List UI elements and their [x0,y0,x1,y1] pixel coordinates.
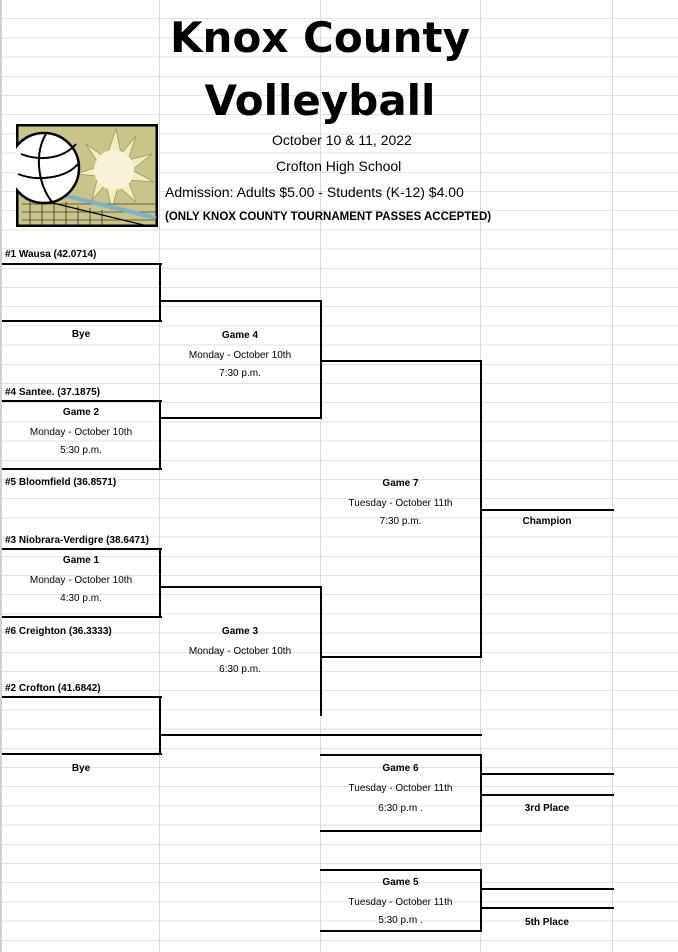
bracket-line [2,400,162,402]
bracket-line [320,830,482,832]
game-4-label: Game 4 [221,330,259,341]
bracket-line [480,888,614,890]
bye-bottom: Bye [71,763,91,774]
bracket-line [160,417,322,419]
bracket-line [480,907,614,909]
bracket-line [2,320,162,322]
game-6-label: Game 6 [382,763,419,774]
game-2-label: Game 2 [62,407,100,418]
team-bloomfield: #5 Bloomfield (36.8571) [5,477,117,488]
bracket-line [159,263,161,322]
game-5-time: 5:30 p.m . [378,915,423,926]
game-3-day: Monday - October 10th [188,646,292,657]
game-7-time: 7:30 p.m. [379,516,422,527]
bracket-line [160,586,322,588]
bracket-line [2,548,162,550]
third-place-label: 3rd Place [524,803,570,814]
champion-label: Champion [522,516,572,527]
volleyball-net-icon [16,124,158,227]
fifth-place-label: 5th Place [525,917,569,928]
bracket-line [320,586,322,716]
bracket-line [320,930,482,932]
bracket-line [320,360,482,362]
bracket-line [2,696,162,698]
game-6-time: 6:30 p.m . [378,803,423,814]
bracket-line [160,734,482,736]
game-1-label: Game 1 [62,555,100,566]
bracket-line [480,773,614,775]
team-wausa: #1 Wausa (42.0714) [5,249,97,260]
bracket-line [480,509,614,511]
bracket-line [159,400,161,470]
bracket-line [159,696,161,755]
bye-top: Bye [71,329,91,340]
title-line-2: Volleyball [204,76,436,125]
bracket-line [320,869,482,871]
bracket-line [2,468,162,470]
event-venue: Crofton High School [276,158,402,174]
bracket-line [480,754,482,832]
game-2-day: Monday - October 10th [29,427,133,438]
team-santee: #4 Santee. (37.1875) [5,387,101,398]
bracket-line [2,616,162,618]
title-line-1: Knox County [170,13,470,62]
event-dates: October 10 & 11, 2022 [272,132,412,148]
bracket-line [320,300,322,419]
passes-note: (ONLY KNOX COUNTY TOURNAMENT PASSES ACCE… [165,211,492,223]
bracket-line [160,300,322,302]
bracket-line [320,754,482,756]
bracket-line [159,548,161,618]
team-niobrara-verdigre: #3 Niobrara-Verdigre (38.6471) [5,535,149,546]
admission-info: Admission: Adults $5.00 - Students (K-12… [165,184,464,200]
game-6-day: Tuesday - October 11th [348,783,453,794]
game-7-label: Game 7 [382,478,419,489]
game-4-day: Monday - October 10th [188,350,292,361]
game-2-time: 5:30 p.m. [60,445,102,456]
bracket-line [2,753,162,755]
game-1-time: 4:30 p.m. [60,593,102,604]
game-7-day: Tuesday - October 11th [348,498,453,509]
team-creighton: #6 Creighton (36.3333) [5,626,112,637]
game-3-label: Game 3 [221,626,259,637]
bracket-line [480,794,614,796]
bracket-line [320,656,482,658]
game-3-time: 6:30 p.m. [219,664,261,675]
game-4-time: 7:30 p.m. [219,368,261,379]
game-1-day: Monday - October 10th [29,575,133,586]
game-5-day: Tuesday - October 11th [348,897,453,908]
team-crofton: #2 Crofton (41.6842) [5,683,101,694]
game-5-label: Game 5 [382,877,419,888]
bracket-line [480,869,482,932]
bracket-line [2,263,162,265]
